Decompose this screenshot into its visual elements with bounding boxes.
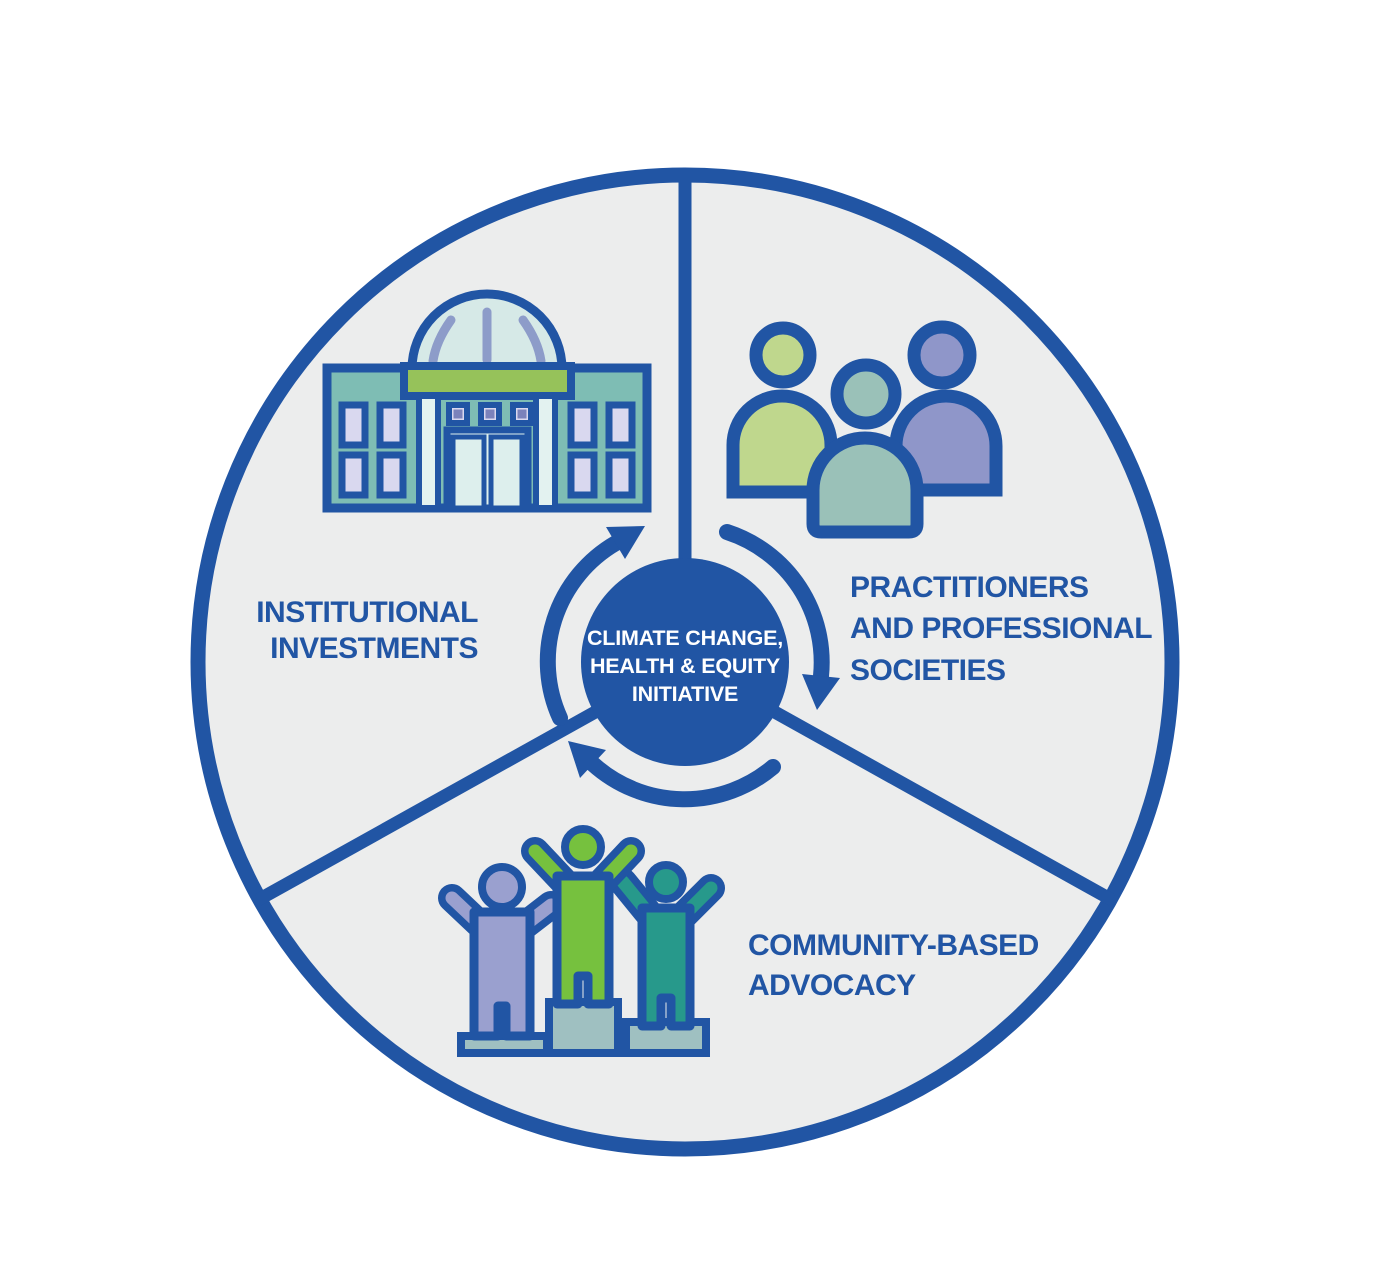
- figure-head: [561, 825, 605, 869]
- transom-pane: [517, 409, 527, 419]
- person-head-green: [749, 321, 817, 389]
- side-window: [567, 401, 598, 449]
- figure-body: [637, 903, 695, 1031]
- person-torso-teal: [806, 431, 924, 539]
- building-column-left: [416, 393, 441, 511]
- center-label-line1: CLIMATE CHANGE,: [587, 626, 783, 650]
- clockwise-cycle-arrows-icon: [539, 524, 840, 808]
- person-head-teal: [830, 358, 902, 430]
- cycle-arc-left: [539, 535, 624, 726]
- domed-institution-building-icon: [322, 289, 652, 513]
- podium-block-center: [545, 998, 622, 1057]
- cheering-figure-purple: [438, 863, 565, 1041]
- label-community-line1: COMMUNITY-BASED: [748, 929, 1039, 962]
- person-torso-green: [726, 389, 838, 499]
- label-practitioners-line3: SOCIETIES: [850, 654, 1006, 687]
- figure-head: [478, 863, 526, 911]
- cycle-arc-right: [719, 524, 830, 684]
- door-panel-left: [450, 434, 487, 511]
- center-label-line3: INITIATIVE: [632, 682, 738, 706]
- figure-head: [645, 861, 687, 903]
- center-circle: [581, 558, 789, 766]
- cycle-arrowhead-bottom: [568, 741, 606, 778]
- label-practitioners-line2: AND PROFESSIONAL: [850, 612, 1152, 645]
- figure-body: [469, 907, 535, 1041]
- label-institutional-line2: INVESTMENTS: [270, 632, 478, 665]
- transom-pane: [485, 409, 495, 419]
- side-window: [338, 451, 369, 499]
- cycle-arrowhead-top: [606, 526, 645, 559]
- label-practitioners-line1: PRACTITIONERS: [850, 571, 1089, 604]
- cheering-figure-green: [521, 825, 645, 1009]
- side-window: [605, 451, 636, 499]
- person-head-periwinkle: [907, 320, 977, 390]
- building-column-right: [533, 393, 558, 511]
- side-window: [567, 451, 598, 499]
- side-window: [605, 401, 636, 449]
- label-community-line2: ADVOCACY: [748, 969, 916, 1002]
- cycle-arrowhead-right: [802, 674, 840, 710]
- center-label-line2: HEALTH & EQUITY: [590, 654, 780, 678]
- transom-pane: [453, 409, 463, 419]
- building-entablature: [400, 362, 575, 400]
- side-window: [376, 451, 407, 499]
- side-window: [338, 401, 369, 449]
- label-institutional-line1: INSTITUTIONAL: [256, 596, 478, 629]
- cheering-people-on-podium-icon: [438, 825, 725, 1057]
- figure-body: [552, 871, 614, 1009]
- three-people-group-icon: [726, 320, 1003, 539]
- dome-stripe-left: [428, 315, 456, 366]
- door-panel-right: [488, 434, 525, 511]
- person-torso-periwinkle: [889, 389, 1003, 497]
- cheering-figure-teal: [609, 861, 725, 1031]
- side-window: [376, 401, 407, 449]
- dome-stripe-right: [518, 315, 546, 366]
- cycle-arc-bottom: [585, 756, 781, 808]
